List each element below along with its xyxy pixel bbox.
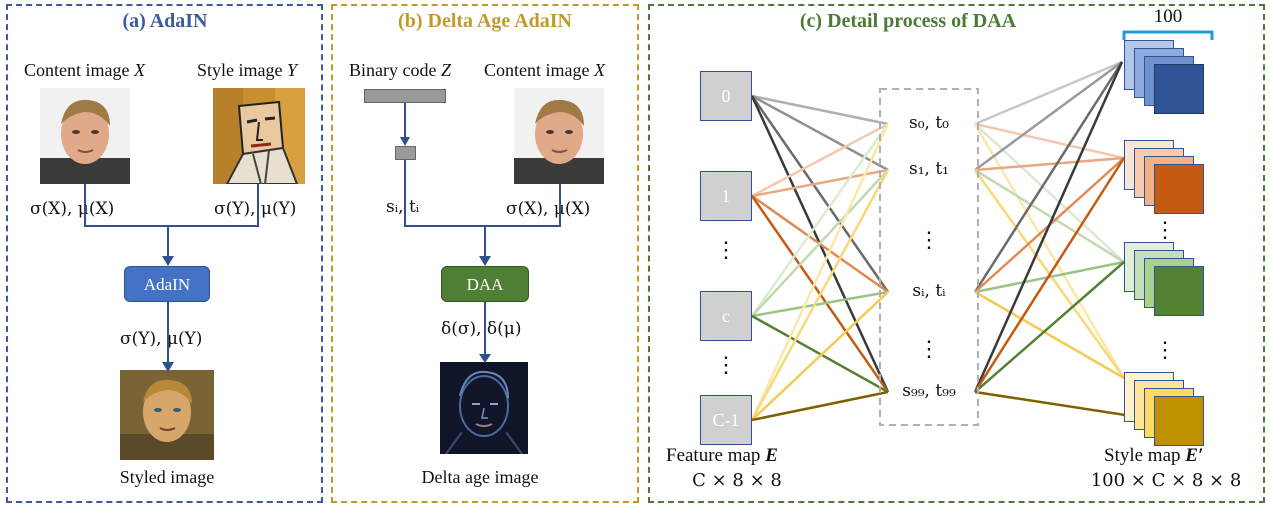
- content-stats-b: σ(X), μ(X): [506, 199, 591, 219]
- adain-node: AdaIN: [124, 266, 210, 302]
- content-stats-a: σ(X), μ(X): [30, 199, 115, 219]
- style-map-label: Style map E′: [1104, 445, 1204, 466]
- feature-dots-2: ⋮: [715, 352, 737, 377]
- styled-image: [120, 370, 214, 460]
- stack-dots-1: ⋮: [1154, 217, 1176, 242]
- binary-code-bar: [364, 89, 446, 103]
- style-stats-a: σ(Y), μ(Y): [214, 199, 297, 219]
- binary-code-label: Binary code Z: [349, 60, 451, 80]
- feature-box-0: 0: [700, 71, 752, 121]
- binary-code-projection: [395, 146, 416, 160]
- panel-delta-age-adain: [331, 4, 639, 503]
- feature-box-1: 1: [700, 171, 752, 221]
- st-row-0: s₀, t₀: [909, 113, 949, 133]
- daa-node: DAA: [441, 266, 529, 302]
- st-row-99: s₉₉, t₉₉: [902, 381, 956, 401]
- panel-adain-title: (a) AdaIN: [122, 10, 208, 32]
- delta-age-image: [440, 362, 528, 454]
- delta-age-image-label: Delta age image: [421, 467, 539, 487]
- style-image: [213, 88, 305, 184]
- feature-map-dims: C × 8 × 8: [692, 470, 782, 491]
- daa-output-stats: δ(σ), δ(μ): [441, 319, 522, 339]
- style-map-dims: 100 × C × 8 × 8: [1090, 470, 1242, 491]
- panel-detail-process-title: (c) Detail process of DAA: [799, 10, 1017, 32]
- styled-image-label: Styled image: [119, 467, 215, 487]
- st-dots-2: ⋮: [918, 336, 940, 362]
- content-image-label-b: Content image X: [484, 60, 605, 80]
- content-image-label: Content image X: [24, 60, 145, 80]
- stack-dots-2: ⋮: [1154, 337, 1176, 362]
- content-image-b: [514, 88, 604, 184]
- panel-delta-age-adain-title: (b) Delta Age AdaIN: [398, 10, 572, 32]
- panel-detail-process: [648, 4, 1265, 503]
- feature-map-label: Feature map E: [666, 445, 778, 466]
- st-label-b: sᵢ, tᵢ: [386, 197, 420, 217]
- st-dots-1: ⋮: [918, 227, 940, 253]
- feature-box-c: c: [700, 291, 752, 341]
- st-row-1: s₁, t₁: [909, 159, 949, 179]
- feature-dots-1: ⋮: [715, 237, 737, 262]
- adain-output-stats: σ(Y), μ(Y): [120, 329, 203, 349]
- panel-adain: [6, 4, 323, 503]
- style-image-label: Style image Y: [197, 60, 297, 80]
- stack-count-label: 100: [1153, 6, 1183, 27]
- st-row-i: sᵢ, tᵢ: [912, 281, 946, 301]
- content-image: [40, 88, 130, 184]
- feature-box-c-1: C-1: [700, 395, 752, 445]
